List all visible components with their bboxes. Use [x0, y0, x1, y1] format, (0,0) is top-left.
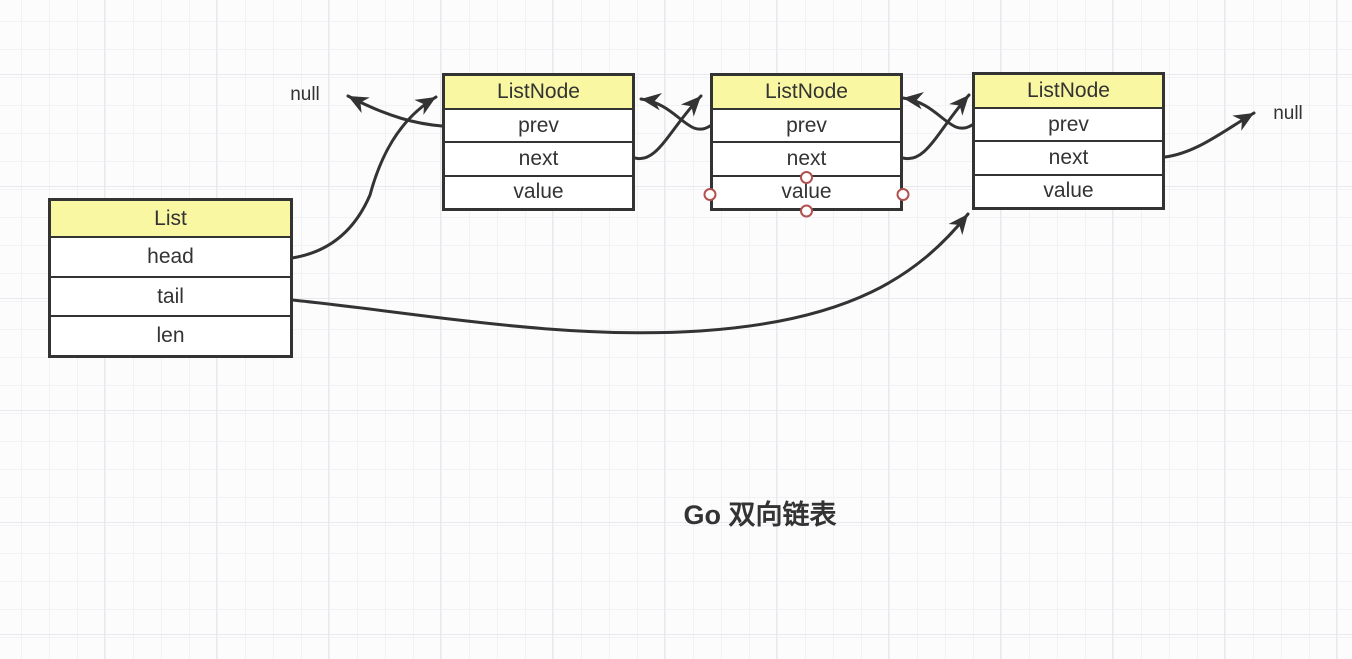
list-row-head[interactable]: head — [51, 236, 290, 276]
listnode-3-row-value[interactable]: value — [975, 173, 1162, 207]
listnode-2-prev-label: prev — [786, 113, 827, 137]
arrow-list-head-to-node1[interactable] — [290, 95, 438, 260]
list-row-head-label: head — [147, 244, 194, 268]
list-row-tail[interactable]: tail — [51, 275, 290, 316]
arrow-list-tail-to-node3[interactable] — [290, 212, 970, 335]
listnode-1-value-label: value — [513, 180, 564, 204]
listnode-1-entity[interactable]: ListNode prev next value — [442, 73, 635, 211]
listnode-1-next-label: next — [518, 146, 559, 170]
list-entity-header[interactable]: List — [51, 201, 290, 236]
listnode-3-title: ListNode — [1027, 79, 1110, 102]
null-label-left[interactable]: null — [290, 84, 320, 105]
listnode-2-row-value-selected[interactable]: value — [713, 174, 900, 208]
diagram-title[interactable]: Go 双向链表 — [683, 500, 837, 530]
listnode-3-prev-label: prev — [1048, 112, 1089, 136]
listnode-2-title: ListNode — [765, 80, 848, 103]
list-row-len[interactable]: len — [51, 315, 290, 356]
arrow-node1-prev-to-null[interactable] — [346, 94, 444, 128]
listnode-1-prev-label: prev — [518, 113, 559, 137]
arrow-node1-next-to-node2[interactable] — [633, 94, 703, 161]
listnode-2-row-next[interactable]: next — [713, 141, 900, 175]
list-row-len-label: len — [156, 324, 185, 348]
listnode-1-title: ListNode — [497, 80, 580, 103]
listnode-3-row-prev[interactable]: prev — [975, 107, 1162, 141]
listnode-3-value-label: value — [1043, 179, 1094, 203]
listnode-1-header[interactable]: ListNode — [445, 76, 632, 108]
listnode-3-header[interactable]: ListNode — [975, 75, 1162, 107]
arrow-node3-next-to-null[interactable] — [1163, 111, 1256, 159]
list-entity[interactable]: List head tail len — [48, 198, 293, 358]
listnode-2-value-label: value — [781, 180, 832, 204]
listnode-3-row-next[interactable]: next — [975, 140, 1162, 174]
list-entity-title: List — [154, 206, 187, 230]
arrow-node2-prev-to-node1[interactable] — [639, 92, 712, 131]
listnode-1-row-value[interactable]: value — [445, 174, 632, 208]
listnode-3-entity[interactable]: ListNode prev next value — [972, 72, 1165, 210]
listnode-1-row-prev[interactable]: prev — [445, 108, 632, 142]
listnode-2-row-prev[interactable]: prev — [713, 108, 900, 142]
list-row-tail-label: tail — [157, 284, 184, 308]
listnode-2-entity[interactable]: ListNode prev next value — [710, 73, 903, 211]
arrow-node3-prev-to-node2[interactable] — [901, 91, 974, 130]
listnode-2-next-label: next — [786, 146, 827, 170]
null-label-right[interactable]: null — [1273, 103, 1303, 124]
listnode-2-header[interactable]: ListNode — [713, 76, 900, 108]
arrow-node2-next-to-node3[interactable] — [901, 93, 971, 161]
listnode-1-row-next[interactable]: next — [445, 141, 632, 175]
listnode-3-next-label: next — [1048, 145, 1089, 169]
